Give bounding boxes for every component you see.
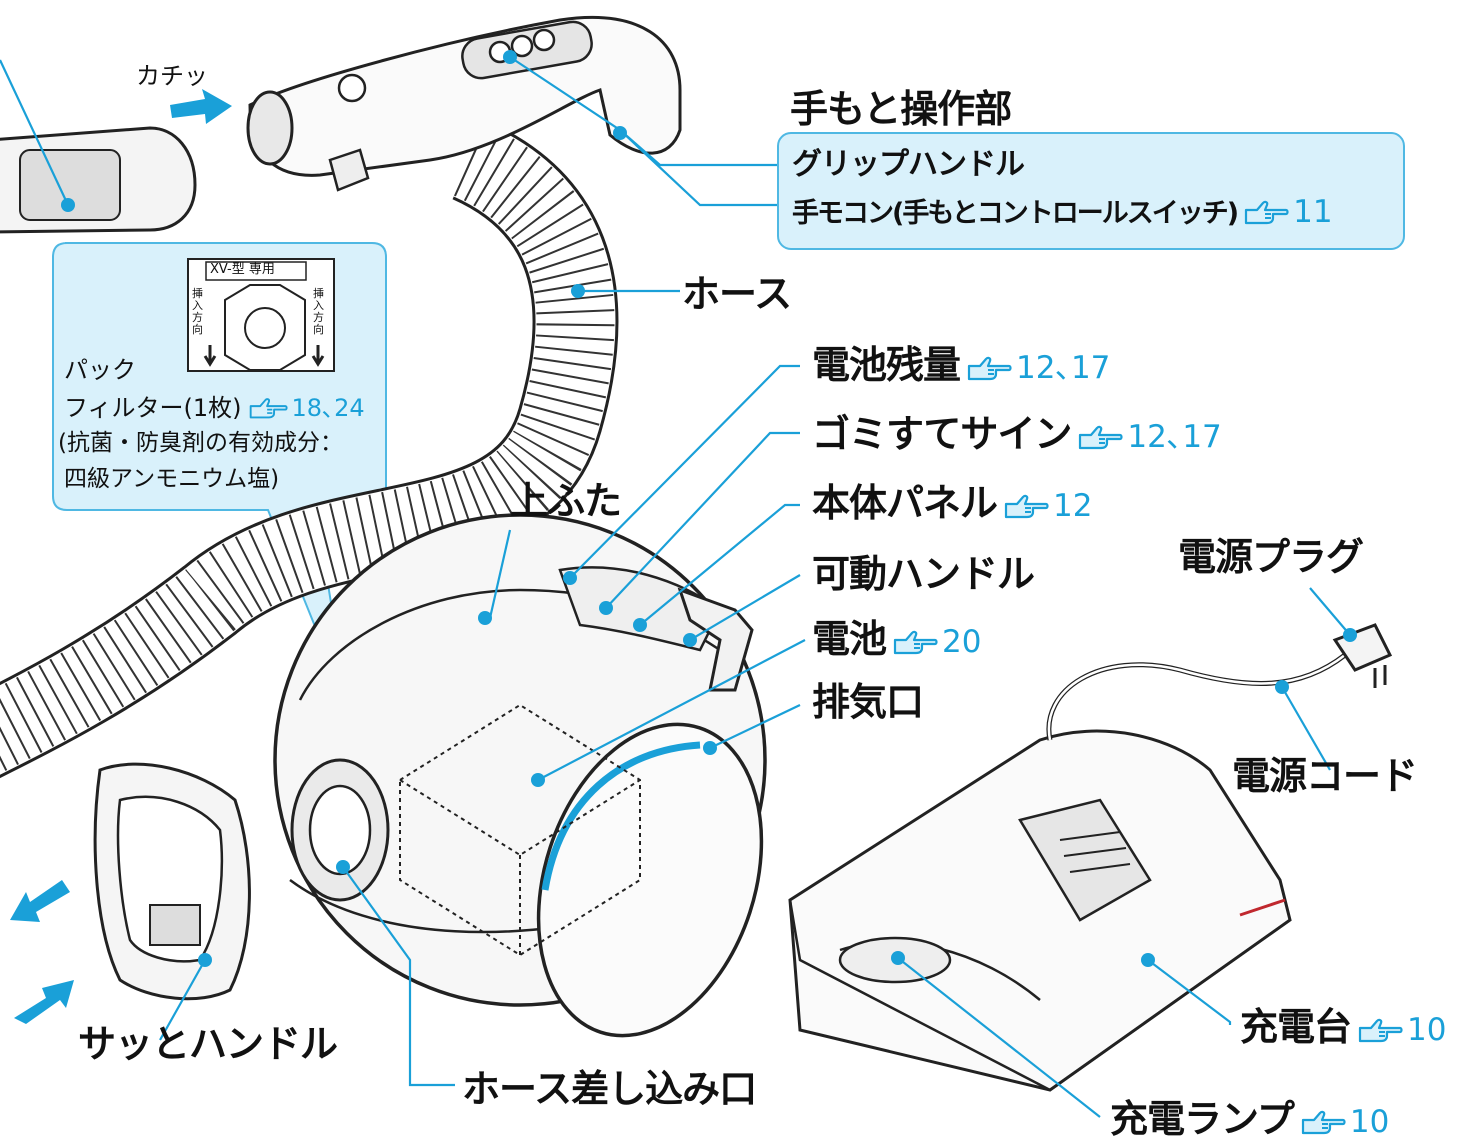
page-ref: 12 [1053, 488, 1093, 524]
remote-control-text: 手モコン(手もとコントロールスイッチ) [792, 198, 1239, 229]
pointing-hand-icon [1243, 196, 1289, 226]
charging-stand-text: 充電台 [1240, 1005, 1352, 1049]
body-panel-text: 本体パネル [812, 481, 998, 525]
power-plug-label: 電源プラグ [1178, 535, 1364, 579]
hose-corrugation [0, 124, 615, 774]
hose-label: ホース [682, 272, 792, 316]
pointing-hand-icon [1003, 490, 1049, 520]
click-label: カチッ [136, 62, 208, 90]
pointing-hand-icon [248, 394, 288, 420]
filter-note-2: 四級アンモニウム塩) [64, 466, 280, 492]
detach-arrow [10, 880, 70, 922]
remote-control-label: 手モコン(手もとコントロールスイッチ) 11 [792, 196, 1333, 228]
satto-handle-label: サッとハンドル [78, 1022, 338, 1066]
grip-callout-box [777, 132, 1405, 250]
hand-control-title: 手もと操作部 [790, 87, 1012, 131]
attach-arrow [14, 980, 74, 1024]
charging-stand-art [788, 729, 1292, 1092]
pointing-hand-icon [966, 352, 1012, 382]
filter-pack-header: XV-型 専用 [210, 262, 275, 277]
movable-handle-label: 可動ハンドル [812, 552, 1035, 596]
pointing-hand-icon [892, 626, 938, 656]
filter-note-1: (抗菌・防臭剤の有効成分： [58, 430, 343, 456]
battery-level-label: 電池残量 12､17 [812, 346, 1110, 384]
body-panel-label: 本体パネル 12 [812, 484, 1092, 522]
page-ref: 18､24 [291, 394, 365, 422]
page-ref: 12､17 [1127, 419, 1222, 455]
filter-label: フィルター(1枚) 18､24 [64, 394, 365, 420]
click-arrow [170, 89, 232, 124]
grip-handle-art [248, 15, 682, 177]
battery-level-text: 電池残量 [812, 343, 961, 387]
filter-insert-left: 挿 入 方 向 [192, 287, 203, 337]
power-cord-label: 電源コード [1232, 754, 1418, 798]
page-ref: 20 [942, 624, 982, 660]
grip-handle-label: グリップハンドル [792, 147, 1025, 182]
battery-label: 電池 20 [812, 620, 981, 658]
page-ref: 10 [1407, 1012, 1447, 1048]
battery-text: 電池 [812, 617, 887, 661]
page-ref: 10 [1349, 1104, 1390, 1137]
pointing-hand-icon [1077, 421, 1123, 451]
leader-dots [61, 50, 1357, 967]
filter-pack-label: パック [64, 356, 136, 384]
battery-outline [399, 703, 641, 957]
exhaust-label: 排気口 [812, 680, 924, 724]
filter-label-text: フィルター(1枚) [64, 394, 242, 422]
top-lid-label: 上ふた [510, 479, 622, 523]
page-ref: 11 [1293, 194, 1333, 230]
charge-lamp-label: 充電ランプ 10 [1110, 1100, 1389, 1137]
charging-stand-label: 充電台 10 [1240, 1008, 1446, 1046]
leader-lines [0, 56, 1351, 1118]
dust-sign-label: ゴミすてサイン 12､17 [812, 415, 1222, 453]
pointing-hand-icon [1357, 1014, 1403, 1044]
hose-inlet-label: ホース差し込み口 [462, 1067, 757, 1111]
charge-lamp-text: 充電ランプ [1110, 1097, 1295, 1137]
pointing-hand-icon [1300, 1106, 1346, 1136]
filter-insert-right: 挿 入 方 向 [313, 287, 324, 337]
page-ref: 12､17 [1016, 350, 1111, 386]
dust-sign-text: ゴミすてサイン [812, 412, 1072, 456]
